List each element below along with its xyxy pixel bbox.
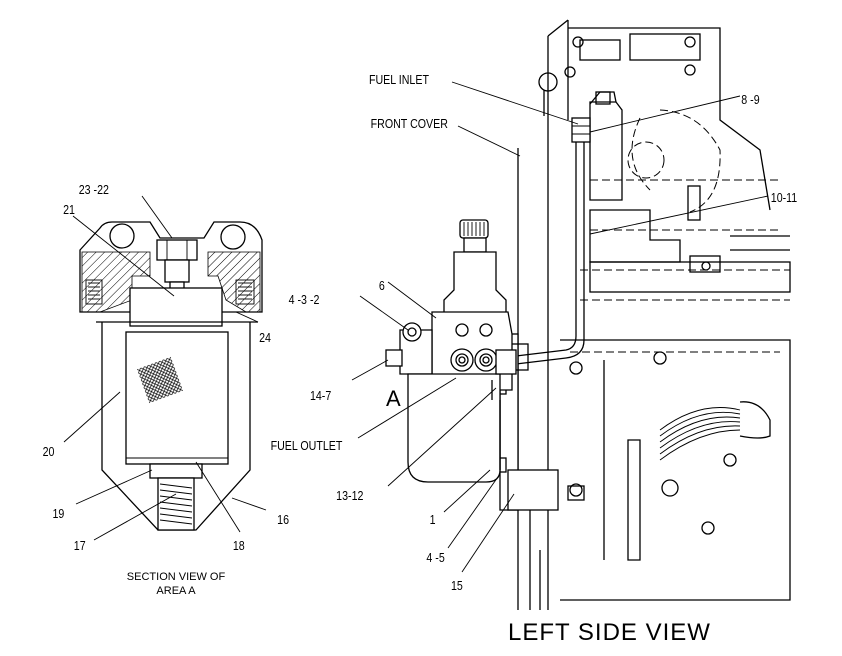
callout-6: 6	[379, 278, 385, 293]
fuel-line	[515, 117, 591, 365]
callout-23-22: 23 -22	[79, 182, 109, 197]
callout-4-3-2: 4 -3 -2	[289, 292, 320, 307]
label-area-a: A	[386, 386, 401, 411]
callout-8-9: 8 -9	[741, 92, 760, 107]
primary-fuel-filter	[385, 219, 517, 483]
thread-port-left	[85, 279, 103, 305]
callout-13-12: 13-12	[336, 488, 363, 503]
label-left-side-view: LEFT SIDE VIEW	[508, 619, 711, 646]
label-section-line2: AREA A	[156, 585, 196, 597]
wire-harness	[659, 407, 741, 461]
callout-18: 18	[233, 538, 245, 553]
label-front-cover: FRONT COVER	[371, 116, 449, 131]
drain-spring	[149, 463, 203, 531]
label-fuel-outlet: FUEL OUTLET	[271, 438, 343, 453]
callout-10-11: 10-11	[771, 190, 798, 205]
callout-4-5: 4 -5	[426, 550, 445, 565]
filter-media-icon	[136, 356, 184, 404]
label-fuel-inlet: FUEL INLET	[369, 72, 429, 87]
callout-21: 21	[63, 202, 75, 217]
callout-16: 16	[277, 512, 289, 527]
label-section-line1: SECTION VIEW OF	[127, 571, 226, 583]
callout-19: 19	[52, 506, 64, 521]
side-leaders	[351, 81, 769, 573]
callout-14-7: 14-7	[310, 388, 331, 403]
section-leaders	[63, 195, 267, 541]
callout-15: 15	[451, 578, 463, 593]
callout-20: 20	[43, 444, 55, 459]
callout-labels: 23 -22 21 24 20 19 17 18 16 6 4 -3 -2 14…	[43, 72, 798, 646]
callout-1: 1	[430, 512, 436, 527]
thread-port-right	[235, 279, 255, 305]
section-view-filter	[79, 221, 263, 531]
callout-24: 24	[259, 330, 271, 345]
callout-17: 17	[74, 538, 86, 553]
engine-side-view	[517, 19, 791, 610]
